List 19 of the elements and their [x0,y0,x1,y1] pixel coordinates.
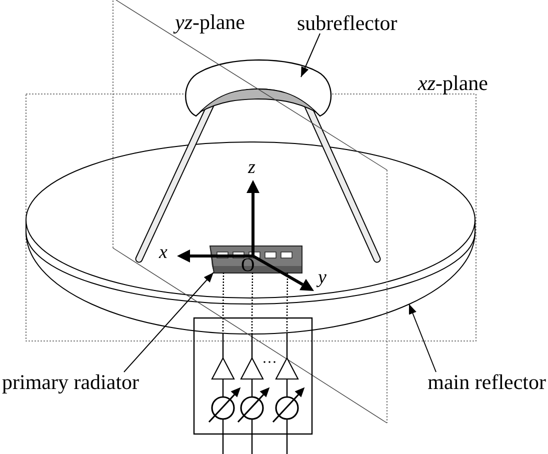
subreflector-dish [185,59,332,117]
part-label: subreflector [297,13,398,34]
axis-label: y [318,268,326,287]
axis-label: x [159,243,168,262]
main-reflector-dish [26,142,476,334]
plane-label: yz-plane [175,12,245,33]
leader-line [408,304,436,372]
part-label: main reflector [428,372,546,393]
plane-label: xz-plane [418,73,488,94]
radiator-array [209,246,302,274]
dotted-feed-line [222,272,224,318]
origin-label: O [241,256,255,275]
axis-label: z [248,158,256,177]
ellipsis-mark: ··· [262,356,277,371]
leader-line [124,272,214,372]
part-label: primary radiator [2,372,140,393]
dotted-feed-line [286,272,288,318]
feed-network-box [193,317,313,435]
dotted-feed-line [251,272,254,318]
